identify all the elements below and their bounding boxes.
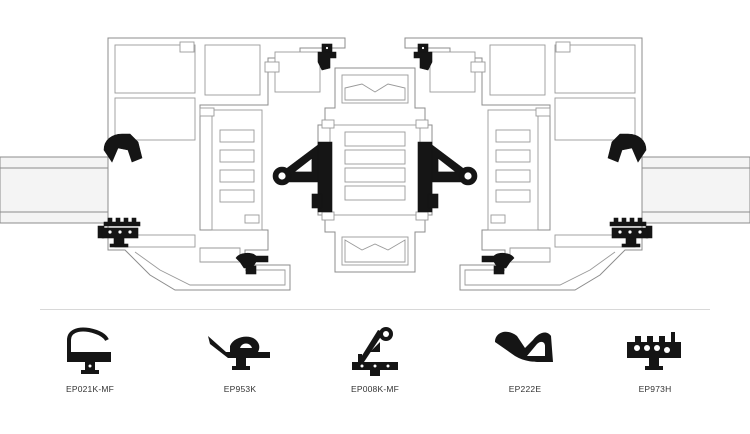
- legend-label: EP021K-MF: [65, 384, 115, 394]
- bottom-left-small-gasket: [235, 252, 269, 275]
- center-left-sash-gasket: [272, 141, 333, 213]
- central-mullion-profile: [317, 67, 433, 273]
- gasket-ep008k-mf-icon: [352, 327, 398, 376]
- legend-item-ep021k-mf: EP021K-MF: [25, 318, 155, 394]
- center-right-sash-gasket: [417, 141, 478, 213]
- legend-label: EP008K-MF: [350, 384, 400, 394]
- gasket-ep222e-icon: [495, 331, 553, 362]
- gasket-legend: EP021K-MF EP953K EP008K-MF: [0, 318, 750, 428]
- left-glazing-gasket-bottom: [97, 217, 141, 248]
- legend-label: EP222E: [508, 384, 542, 394]
- gasket-ep953k-icon: [208, 336, 270, 370]
- left-glazing-gasket-top: [103, 133, 143, 163]
- legend-item-ep953k: EP953K: [175, 318, 305, 394]
- right-glazing-gasket-top: [607, 133, 647, 163]
- gasket-ep973h-icon: [627, 332, 681, 370]
- top-left-small-gasket: [317, 43, 337, 71]
- window-profile-cross-section: [0, 37, 750, 291]
- left-frame-profile: [107, 37, 346, 291]
- bottom-right-small-gasket: [481, 252, 515, 275]
- section-divider: [40, 309, 710, 310]
- right-glazing-gasket-bottom: [609, 217, 653, 248]
- legend-label: EP953K: [223, 384, 257, 394]
- legend-item-ep008k-mf: EP008K-MF: [310, 318, 440, 394]
- top-right-small-gasket: [413, 43, 433, 71]
- gasket-ep021k-mf-icon: [67, 327, 111, 374]
- right-frame-profile: [404, 37, 643, 291]
- legend-item-ep222e: EP222E: [460, 318, 590, 394]
- legend-item-ep973h: EP973H: [590, 318, 720, 394]
- legend-label: EP973H: [638, 384, 672, 394]
